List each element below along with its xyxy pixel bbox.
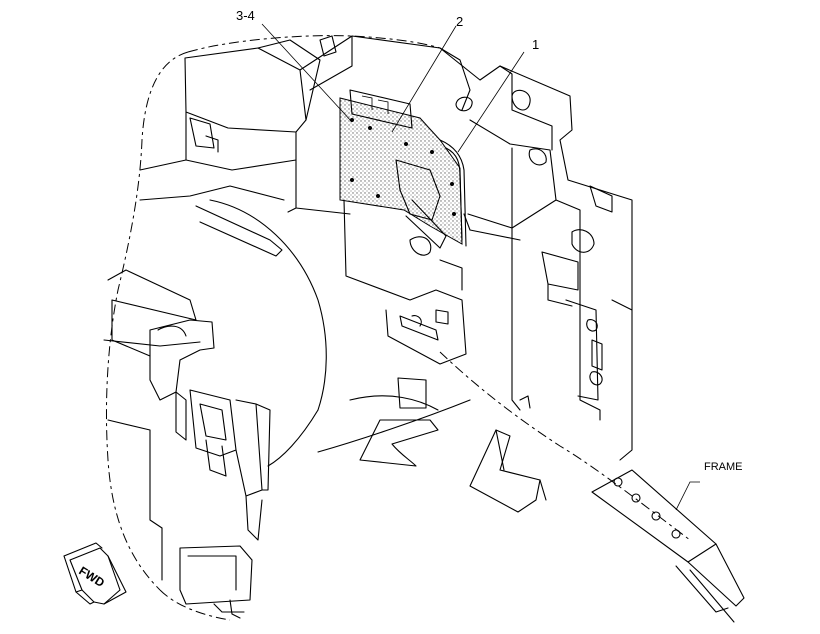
forward-arrow-icon: FWD bbox=[63, 542, 127, 605]
callout-item-3-4: 3-4 bbox=[236, 8, 255, 23]
seal-strip-item-1 bbox=[439, 139, 467, 247]
housing-phantom-outline bbox=[105, 35, 441, 621]
callout-frame: FRAME bbox=[704, 461, 743, 473]
leader-lines bbox=[261, 23, 700, 511]
right-frame bbox=[295, 35, 633, 461]
left-housing bbox=[103, 39, 321, 619]
mounting-plate-item-2 bbox=[339, 89, 463, 249]
center-shell bbox=[209, 199, 471, 467]
callout-item-2: 2 bbox=[456, 14, 463, 29]
lower-bracket bbox=[343, 199, 467, 365]
front-rail bbox=[397, 351, 745, 623]
callout-item-1: 1 bbox=[532, 37, 539, 52]
